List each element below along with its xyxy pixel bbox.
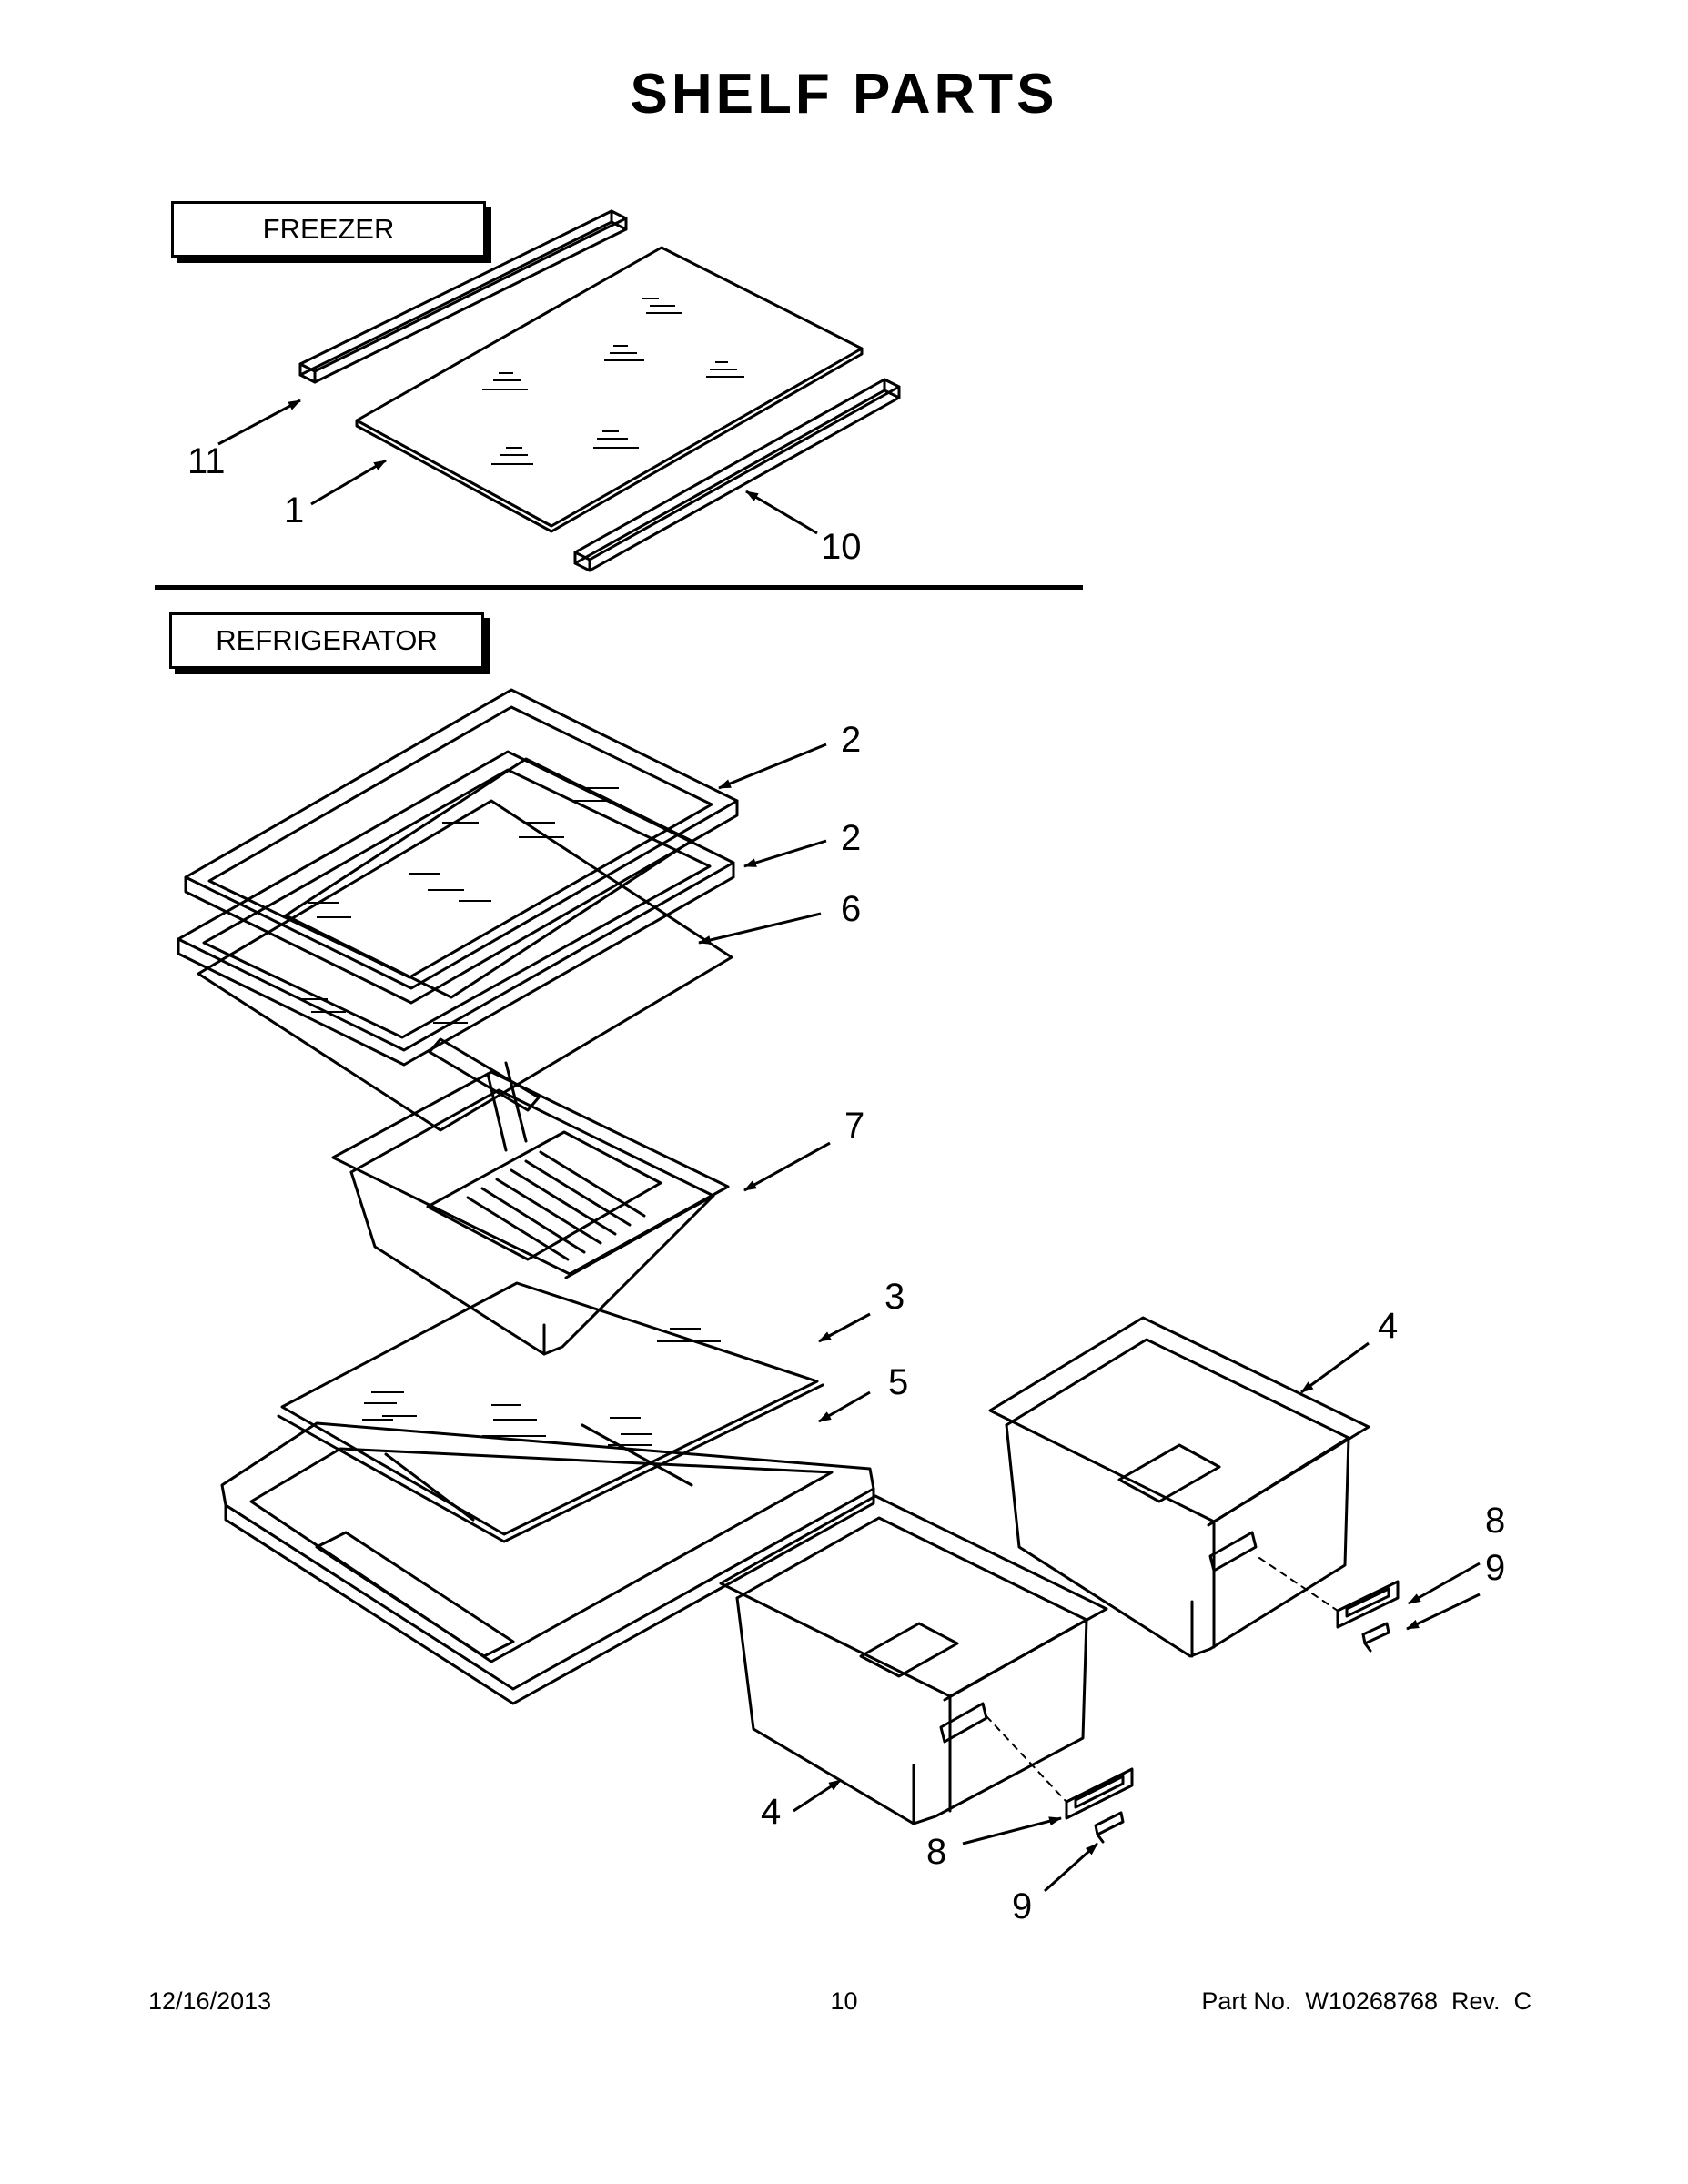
freezer-rail-right [573, 378, 901, 572]
refrigerator-section-label: REFRIGERATOR [169, 612, 484, 669]
callout-9-left: 9 [1012, 1886, 1032, 1926]
crisper-cover-glass [277, 1281, 824, 1543]
callout-9-right: 9 [1485, 1548, 1505, 1588]
callout-10: 10 [821, 527, 862, 567]
callout-arrows [217, 399, 1481, 1893]
callout-4-left: 4 [761, 1792, 781, 1832]
callout-6: 6 [841, 889, 861, 929]
label-holder-left [1065, 1767, 1134, 1820]
callout-4-right: 4 [1378, 1306, 1398, 1346]
deli-drawer [331, 1061, 730, 1356]
clip-right [1361, 1622, 1390, 1653]
freezer-rail-left [298, 209, 628, 384]
footer-page-number: 10 [830, 1987, 858, 2015]
section-divider [155, 585, 1083, 590]
crisper-drawer-right [988, 1316, 1370, 1658]
callout-11: 11 [187, 441, 226, 481]
crisper-frame-bottom [220, 1421, 875, 1705]
shelf-frame-upper [184, 688, 739, 1005]
clip-left [1094, 1811, 1125, 1844]
label-holder-right [1336, 1580, 1400, 1629]
callout-2-lower: 2 [841, 818, 861, 858]
footer-part-number: Part No. W10268768 Rev. C [1201, 1987, 1531, 2015]
page-title: SHELF PARTS [630, 63, 1058, 126]
footer-date: 12/16/2013 [148, 1987, 272, 2015]
callout-3: 3 [884, 1277, 905, 1317]
callout-1: 1 [284, 490, 304, 531]
callout-5: 5 [888, 1362, 908, 1402]
crisper-drawer-left [719, 1494, 1108, 1825]
freezer-section-label: FREEZER [171, 201, 486, 258]
shelf-glass-upper [284, 757, 693, 999]
glass-shading-marks [300, 298, 744, 1446]
callout-7: 7 [844, 1106, 864, 1146]
callout-2-upper: 2 [841, 720, 861, 760]
callout-8-right: 8 [1485, 1501, 1505, 1541]
callout-8-left: 8 [926, 1832, 946, 1872]
freezer-glass-shelf [355, 246, 864, 533]
shelf-frame-lower [177, 750, 735, 1067]
